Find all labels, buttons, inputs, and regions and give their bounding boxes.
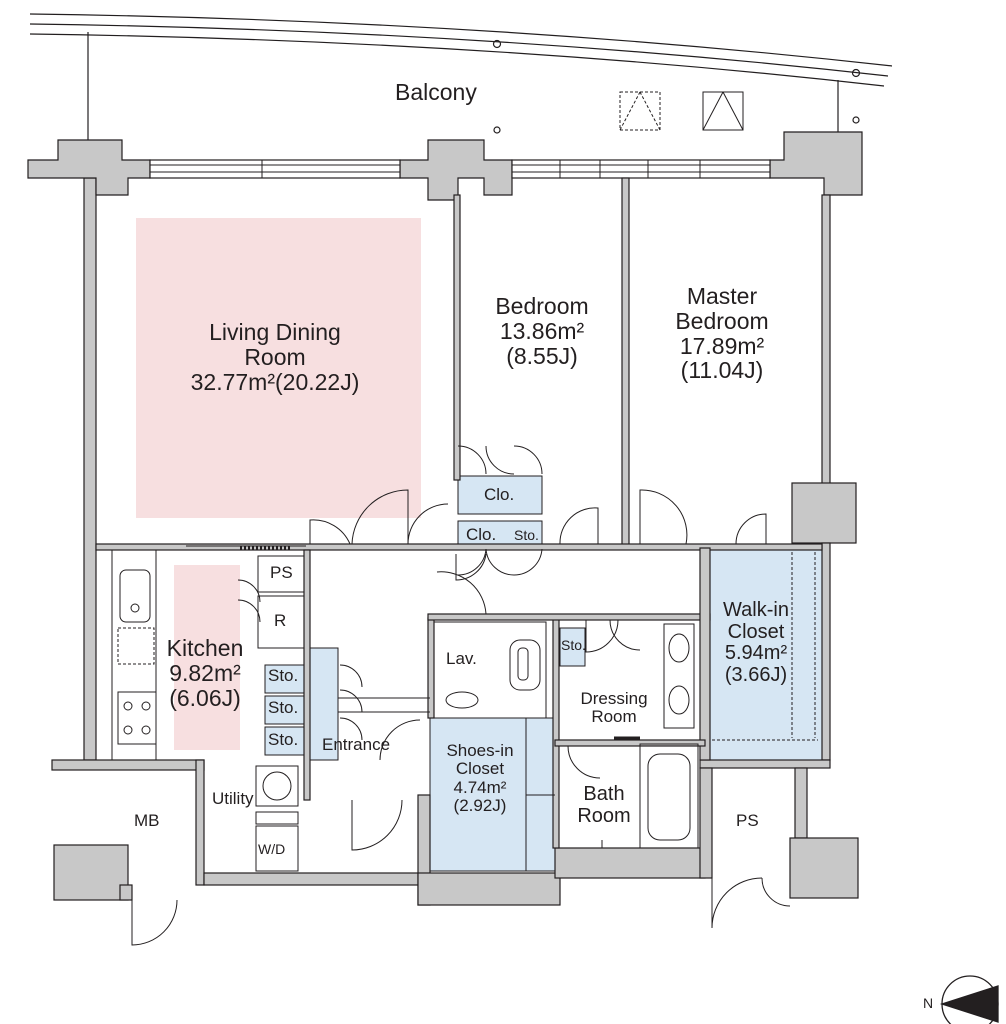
column-top-mid (399, 139, 513, 201)
outdoor-unit-dashed (619, 91, 661, 131)
ps-kitchen-label: PS (270, 563, 293, 582)
walkin-name-2: Closet (727, 620, 785, 643)
bath-name-1: Bath (583, 783, 625, 805)
wall-bottom-right (699, 759, 831, 769)
living-name-1: Living Dining (209, 319, 341, 345)
walkin-name-1: Walk-in (723, 599, 789, 621)
entrance-label: Entrance (322, 735, 391, 754)
outdoor-unit (702, 91, 744, 131)
door-walkin (735, 513, 767, 545)
wall-left (83, 177, 97, 761)
door-mb (131, 899, 178, 946)
north-arrow (939, 975, 999, 1024)
shoes-closet-label: Shoes-in Closet 4.74m² (2.92J) (432, 741, 528, 816)
mb-label: MB (134, 811, 160, 830)
dressing-name-1: Dressing (580, 689, 648, 708)
living-dining-label: Living Dining Room 32.77m²(20.22J) (170, 320, 380, 394)
kitchen-area: 9.82m² (169, 659, 241, 686)
dressing-name-2: Room (591, 707, 637, 727)
door-living-2 (351, 489, 409, 545)
shoes-name-2: Closet (455, 759, 505, 779)
utility-label: Utility (212, 789, 254, 808)
master-tatami: (11.04J) (680, 357, 764, 384)
walkin-area: 5.94m² (724, 642, 788, 665)
drain-marker (492, 39, 502, 49)
storage-kitchen-3-label: Sto. (268, 730, 299, 749)
walkin-tatami: (3.66J) (724, 663, 788, 686)
master-bedroom-label: Master Bedroom 17.89m² (11.04J) (650, 284, 794, 383)
shoes-area: 4.74m² (453, 777, 507, 797)
door-ps (711, 877, 763, 929)
living-area: 32.77m²(20.22J) (190, 368, 360, 395)
balcony-label: Balcony (395, 79, 477, 105)
wall-right (821, 194, 831, 486)
walkin-closet-fill (709, 547, 823, 761)
lav-label: Lav. (446, 649, 477, 668)
wall-bed-left (453, 194, 461, 481)
bath-name-2: Room (577, 804, 631, 827)
living-highlight (136, 218, 421, 518)
kitchen-counter (111, 549, 157, 761)
shoes-name-1: Shoes-in (446, 741, 514, 760)
living-name-2: Room (244, 343, 306, 370)
bedroom-label: Bedroom 13.86m² (8.55J) (470, 294, 614, 368)
closet-lower-label: Clo. (466, 525, 497, 544)
wall-mid-h (95, 543, 823, 551)
column-right (791, 482, 857, 544)
door-bedroom (559, 507, 599, 545)
door-living-1 (309, 519, 351, 545)
kitchen-highlight (174, 565, 240, 750)
door-master (639, 489, 688, 545)
sink (119, 569, 151, 623)
bath-room-label: Bath Room (566, 783, 642, 827)
door-entrance (351, 799, 403, 851)
kitchen-name: Kitchen (166, 635, 244, 661)
closet-upper-label: Clo. (484, 485, 515, 504)
washer-dryer (255, 825, 299, 872)
refrigerator (257, 595, 305, 649)
dressing-room-label: Dressing Room (566, 689, 662, 727)
master-name-1: Master (686, 283, 758, 309)
shoes-tatami: (2.92J) (453, 796, 507, 816)
wall-bed-right (621, 177, 630, 549)
bedroom-tatami: (8.55J) (506, 342, 578, 369)
compass-north-label: N (923, 995, 934, 1011)
storage-kitchen-1-label: Sto. (268, 666, 299, 685)
column-bottom-right (789, 837, 859, 899)
walkin-closet-label: Walk-in Closet 5.94m² (3.66J) (706, 599, 806, 686)
wall-bottom-left (51, 759, 205, 771)
master-area: 17.89m² (679, 332, 765, 359)
ps-right-label: PS (736, 811, 759, 830)
storage-bedroom-label: Sto. (514, 527, 539, 543)
master-name-2: Bedroom (675, 307, 769, 334)
balcony-railing (29, 13, 893, 67)
toilet (509, 639, 541, 691)
column-top-right (769, 131, 863, 196)
storage-kitchen-2-label: Sto. (268, 698, 299, 717)
washing-machine (255, 765, 299, 807)
column-bottom-left (53, 844, 129, 901)
stove (117, 691, 157, 745)
bedroom-area: 13.86m² (499, 317, 585, 344)
refrigerator-label: R (274, 611, 287, 630)
kitchen-label: Kitchen 9.82m² (6.06J) (150, 636, 260, 710)
bathtub (639, 743, 699, 849)
storage-dressing-label: Sto. (561, 637, 586, 653)
washer-dryer-label: W/D (258, 841, 286, 857)
bedroom-name: Bedroom (495, 293, 589, 319)
kitchen-tatami: (6.06J) (169, 684, 241, 711)
